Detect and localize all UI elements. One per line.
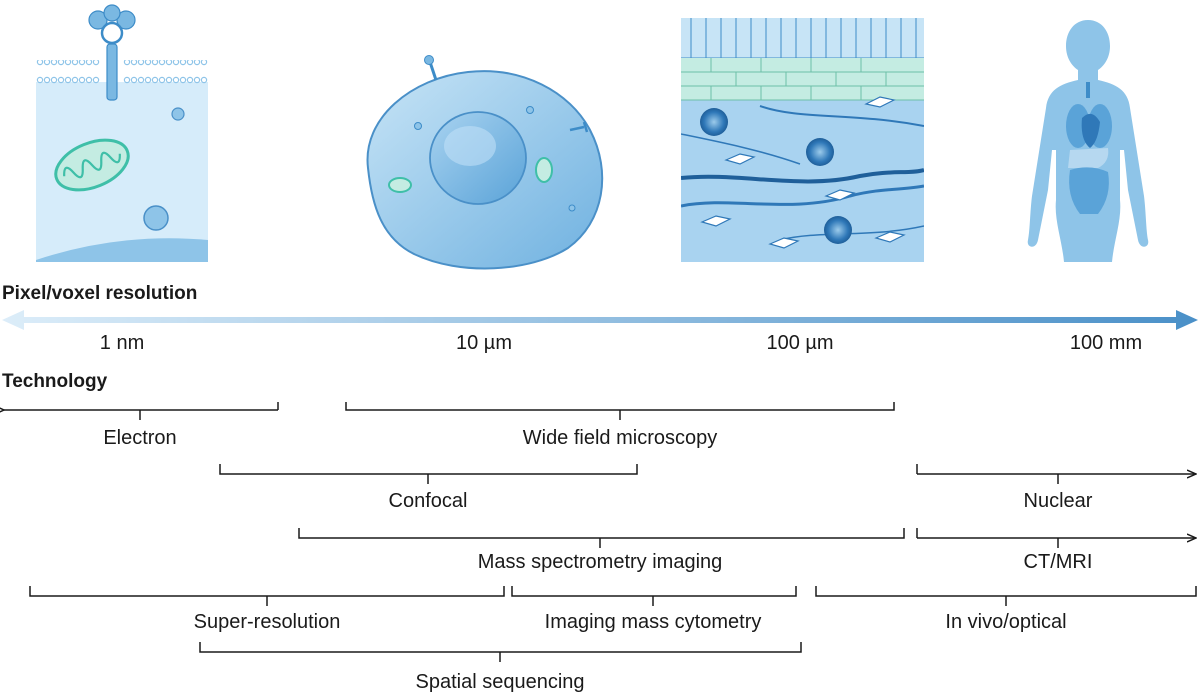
bracket-mass-spectrometry-imaging — [298, 528, 905, 548]
tissue-section-icon — [681, 18, 924, 262]
label-electron: Electron — [103, 427, 177, 449]
single-cell-icon — [366, 55, 604, 270]
label-ct-mri: CT/MRI — [1023, 551, 1093, 573]
label-imaging-mass-cytometry: Imaging mass cytometry — [544, 611, 762, 633]
bracket-wide-field-microscopy — [345, 402, 895, 420]
scale-label-10um: 10 µm — [456, 332, 512, 354]
bracket-in-vivo-optical — [815, 586, 1197, 606]
cell-membrane-organelle-icon — [36, 60, 208, 262]
bracket-super-resolution — [29, 586, 505, 606]
receptor-icon — [88, 4, 136, 101]
bracket-ct-mri — [916, 528, 1196, 548]
scale-label-100mm: 100 mm — [1069, 332, 1143, 354]
label-nuclear: Nuclear — [1023, 490, 1093, 512]
bracket-electron — [4, 402, 279, 420]
label-super-resolution: Super-resolution — [193, 611, 341, 633]
scale-label-1nm: 1 nm — [99, 332, 145, 354]
bracket-spatial-sequencing — [199, 642, 802, 662]
label-wide-field-microscopy: Wide field microscopy — [522, 427, 718, 449]
bracket-imaging-mass-cytometry — [511, 586, 797, 606]
human-body-icon — [1027, 20, 1149, 262]
label-spatial-sequencing: Spatial sequencing — [415, 671, 585, 693]
technology-header: Technology — [2, 371, 108, 392]
bracket-nuclear — [916, 464, 1196, 484]
scale-label-100um: 100 µm — [766, 332, 834, 354]
label-in-vivo-optical: In vivo/optical — [945, 611, 1067, 633]
label-confocal: Confocal — [388, 490, 468, 512]
resolution-header: Pixel/voxel resolution — [2, 283, 198, 304]
label-mass-spectrometry-imaging: Mass spectrometry imaging — [477, 551, 723, 573]
resolution-scale-arrow — [2, 310, 1198, 330]
technology-brackets — [0, 402, 1200, 662]
bracket-confocal — [219, 464, 638, 484]
illustrations — [36, 4, 1149, 270]
